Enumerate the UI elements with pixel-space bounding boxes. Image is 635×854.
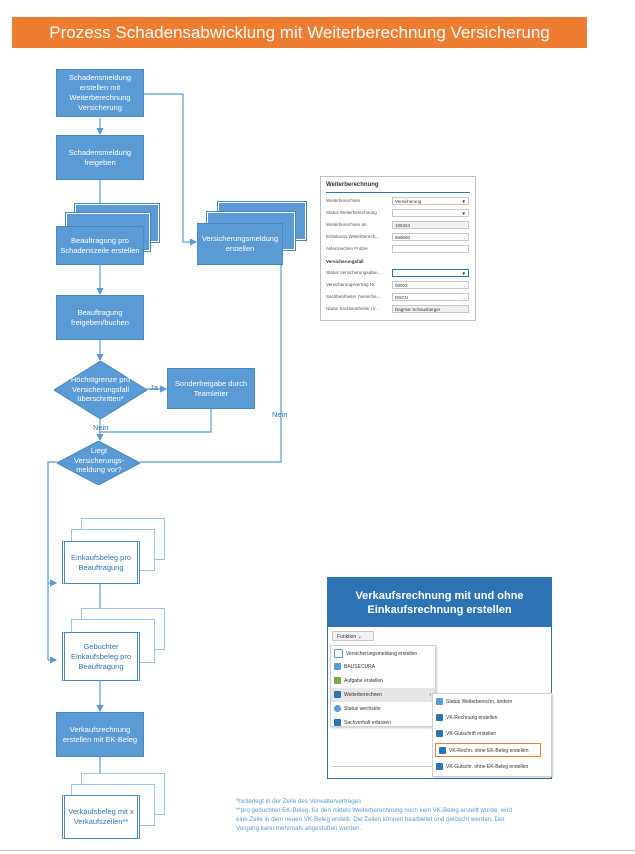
page-title: Prozess Schadensabwicklung mit Weiterber… (12, 17, 587, 48)
task-icon (334, 677, 341, 685)
form-row-label: Name Sachbearbeiter (V... (326, 306, 379, 311)
weiterberechnung-form: Weiterberechnung Weiterberechnen Versich… (320, 176, 476, 321)
invoice-icon (436, 714, 443, 722)
hoechstgrenze-decision (54, 361, 147, 419)
verkaufsrechnung-panel: Verkaufsrechnung mit und ohne Einkaufsre… (327, 577, 552, 779)
menu-item-vk-gutschrift[interactable]: VK-Gutschrift erstellen (433, 727, 551, 741)
chevron-down-icon: ▼ (461, 271, 466, 276)
name-sachbearbeiter-field[interactable]: Dagmar Schausberger (392, 305, 469, 313)
menu-item-aufgabe[interactable]: Aufgabe erstellen (331, 674, 435, 688)
credit-note-icon (436, 730, 443, 738)
chevron-down-icon: ⌄ (462, 283, 466, 288)
weiterberechnen-select[interactable]: Versicherung▼ (392, 197, 469, 205)
edit-icon (334, 719, 341, 727)
status-versicherung-select[interactable]: ▼ (392, 269, 469, 277)
form-row-label: Weiterberechnen an (326, 222, 367, 227)
verkaufsbeleg-box: Verkaufsbeleg mit x Verkaufszeilen** (62, 795, 140, 839)
form-row-label: Erlöskonto Weiterberech... (326, 234, 379, 239)
form-row-label: Aktenzeichen Polizei (326, 246, 368, 251)
menu-item-vk-gutschr-ohne-ek[interactable]: VK-Gutschr. ohne EK-Beleg erstellen (433, 760, 551, 774)
form-row: Status Versicherungsabw... ▼ (326, 269, 469, 278)
sonderfreigabe-box: Sonderfreigabe durch Teamleiter (167, 368, 255, 409)
einkaufsbeleg-box: Einkaufsbeleg pro Beauftragung (62, 541, 140, 584)
menu-item-status-weiterberechn[interactable]: Status Weiterberechn. ändern (433, 695, 551, 709)
menu-item-weiterberechnen[interactable]: Weiterberechnen› (331, 688, 435, 702)
form-row: Erlöskonto Weiterberech... 669600⌄ (326, 233, 469, 242)
gebuchter-einkaufsbeleg-box: Gebuchter Einkaufsbeleg pro Beauftragung (62, 632, 140, 681)
chevron-down-icon: ⌄ (462, 235, 466, 240)
forward-icon (334, 691, 341, 699)
menu-item-versicherungsmeldung[interactable]: Versicherungsmeldung erstellen (331, 647, 435, 661)
invoice-icon (439, 747, 446, 755)
verkaufsrechnung-box: Verkaufsrechnung erstellen mit EK-Beleg (56, 712, 144, 757)
status-weiterberechnung-select[interactable]: ▼ (392, 209, 469, 217)
status-icon (436, 698, 443, 706)
form-row-label: Sachbearbeiter (Versiche... (326, 294, 381, 299)
credit-note-icon (436, 763, 443, 771)
form-title: Weiterberechnung (326, 182, 379, 188)
menu-item-sachverhalt[interactable]: Sachverhalt erfassen (331, 716, 435, 730)
chevron-right-icon: › (429, 692, 431, 698)
weiterberechnen-submenu: Status Weiterberechn. ändern VK-Rechnung… (432, 693, 552, 777)
panel-title: Verkaufsrechnung mit und ohne Einkaufsre… (328, 578, 551, 627)
beauftragung-freigeben-box: Beauftragung freigeben/buchen (56, 295, 144, 340)
form-row: Weiterberechnen Versicherung▼ (326, 197, 469, 206)
menu-item-vk-rechnung[interactable]: VK-Rechnung erstellen (433, 711, 551, 725)
funktion-menu: Versicherungsmeldung erstellen BAUSECURA… (330, 645, 436, 727)
form-row: Aktenzeichen Polizei (326, 245, 469, 254)
chevron-down-icon: ▼ (461, 211, 466, 216)
menu-item-vk-rechn-ohne-ek[interactable]: VK-Rechn. ohne EK-Beleg erstellen (435, 743, 541, 757)
form-row-label: Status Versicherungsabw... (326, 270, 381, 275)
status-icon (334, 705, 341, 713)
form-row: Name Sachbearbeiter (V... Dagmar Schausb… (326, 305, 469, 314)
chevron-down-icon: ⌄ (357, 634, 362, 640)
aktenzeichen-field[interactable] (392, 245, 469, 253)
form-row-label: Versicherungsvertrag Nr. (326, 282, 376, 287)
versicherungsmeldung-erstellen-box: Versicherungsmeldung erstellen (197, 223, 283, 265)
menu-item-bausecura[interactable]: BAUSECURA (331, 660, 435, 674)
form-row: Sachbearbeiter (Versiche... DSCN⌄ (326, 293, 469, 302)
form-row: Weiterberechnen an 100424 (326, 221, 469, 230)
footnote-1: *hinterlegt in der Zeile des Verwalterve… (236, 798, 362, 805)
schadensmeldung-freigeben-box: Schadensmeldung freigeben (56, 135, 144, 180)
versicherungsvertrag-field[interactable]: 00003⌄ (392, 281, 469, 289)
form-section-title: Versicherungsfall (326, 259, 364, 264)
schadensmeldung-erstellen-box: Schadensmeldung erstellen mit Weiterbere… (56, 69, 144, 117)
footnote-2-line-1: **pro gebuchten EK-Beleg, für den mittel… (236, 807, 513, 814)
footnote-2-line-2: eine Zeile in dem neuen VK-Beleg erstell… (236, 816, 505, 823)
form-row-label: Status Weiterberechnung (326, 210, 377, 215)
document-icon (334, 649, 343, 659)
form-row-label: Weiterberechnen (326, 198, 361, 203)
bausecura-icon (334, 663, 341, 671)
form-row: Status Weiterberechnung ▼ (326, 209, 469, 218)
funktion-button[interactable]: Funktion ⌄ (332, 631, 374, 641)
form-title-divider (326, 192, 470, 193)
beauftragung-erstellen-box: Beauftragung pro Schadenszeile erstellen (56, 226, 144, 265)
versicherungsmeldung-decision (57, 441, 140, 485)
label-ja: Ja (150, 383, 158, 392)
label-nein-2: Nein (272, 410, 288, 419)
page-divider (0, 850, 635, 851)
weiterberechnen-an-field[interactable]: 100424 (392, 221, 469, 229)
erloeskonto-field[interactable]: 669600⌄ (392, 233, 469, 241)
sachbearbeiter-field[interactable]: DSCN⌄ (392, 293, 469, 301)
form-row: Versicherungsvertrag Nr. 00003⌄ (326, 281, 469, 290)
menu-item-status-wechseln[interactable]: Status wechseln (331, 702, 435, 716)
chevron-down-icon: ▼ (461, 199, 466, 204)
hoechstgrenze-label: Höchstgrenze pro Versicherungsfall übers… (70, 375, 131, 403)
label-nein-1: Nein (93, 423, 109, 432)
versicherungsmeldung-decision-label: Liegt Versicherungs-meldung vor? (73, 446, 125, 474)
footnote-2-line-3: Vorgang kann mehrmals angestoßen werden. (236, 825, 362, 832)
chevron-down-icon: ⌄ (462, 295, 466, 300)
